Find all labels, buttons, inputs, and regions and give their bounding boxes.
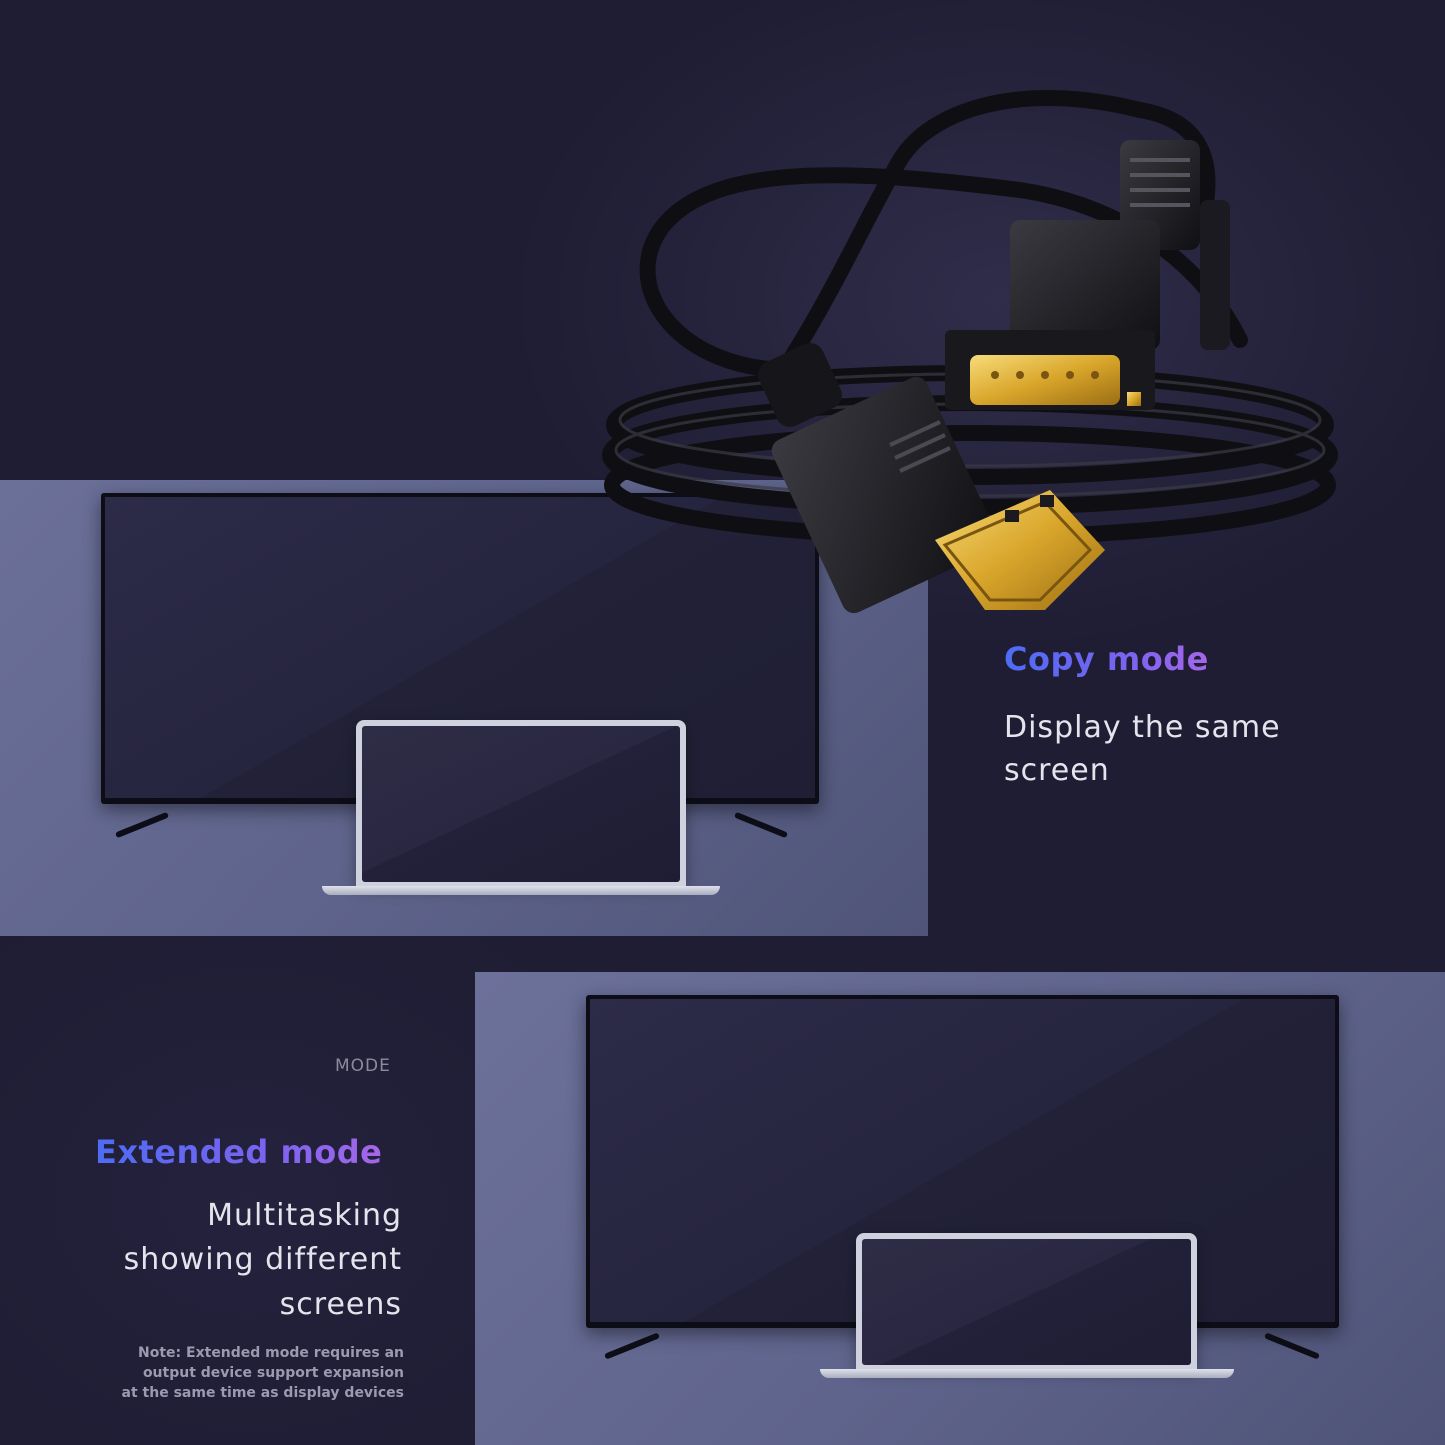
laptop-screen — [862, 1239, 1191, 1365]
extended-mode-description-line-1: Multitasking — [207, 1198, 402, 1233]
vga-connector-icon — [945, 140, 1230, 410]
laptop-base — [820, 1369, 1234, 1378]
extended-mode-description-line-2: showing different — [123, 1242, 402, 1277]
extended-mode-laptop-icon — [856, 1233, 1197, 1369]
extended-mode-note-line-2: output device support expansion — [142, 1365, 404, 1381]
extended-mode-title: Extended mode — [95, 1133, 383, 1171]
extended-mode-note-line-3: at the same time as display devices — [121, 1385, 404, 1401]
copy-mode-title: Copy mode — [1004, 640, 1209, 678]
extended-mode-description-line-3: screens — [279, 1287, 402, 1322]
hdmi-connector-icon — [758, 343, 1105, 614]
laptop-screen — [362, 726, 680, 882]
extended-mode-note-line-1: Note: Extended mode requires an — [138, 1345, 404, 1361]
copy-mode-laptop-icon — [356, 720, 686, 886]
hdmi-vga-cable-icon — [602, 90, 1338, 614]
copy-mode-tv-icon — [101, 493, 819, 804]
extended-mode-label: MODE — [335, 1056, 391, 1076]
copy-mode-description: Display the same screen — [1004, 710, 1281, 788]
laptop-base — [322, 886, 720, 895]
